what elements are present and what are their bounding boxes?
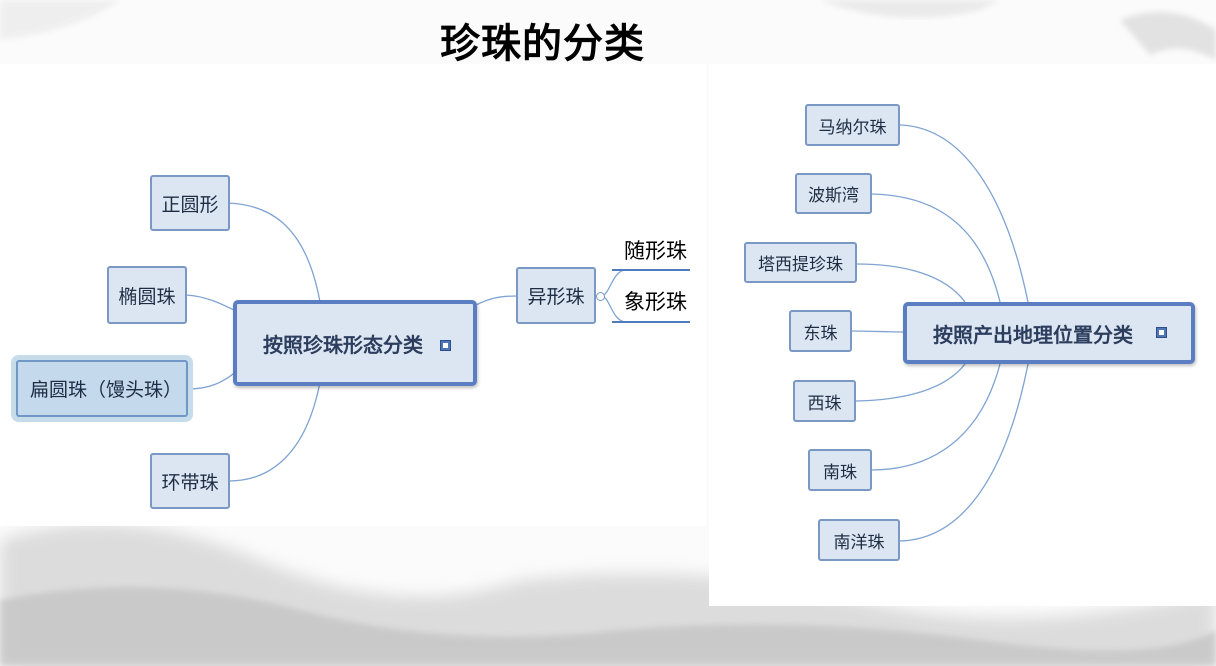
link-bosiwan — [870, 193, 1001, 303]
link-dongzhu — [851, 330, 904, 333]
link-manaer — [899, 124, 1029, 303]
branch-dongzhu[interactable]: 东珠 — [789, 310, 852, 352]
link-yixing — [475, 295, 518, 306]
sub-suixing-underline — [612, 269, 690, 271]
branch-bianyuan[interactable]: 扁圆珠（馒头珠） — [16, 360, 188, 417]
branch-huandai[interactable]: 环带珠 — [150, 453, 230, 509]
left-center-topic[interactable]: 按照珍珠形态分类 — [233, 300, 477, 386]
link-tuoyuan — [185, 294, 239, 313]
link-bianyuan — [187, 369, 239, 390]
branch-tuoyuan[interactable]: 椭圆珠 — [107, 266, 187, 324]
sub-xiangxing-underline — [612, 321, 690, 323]
link-taxiti — [855, 263, 966, 303]
branch-xizhu[interactable]: 西珠 — [793, 380, 856, 422]
link-huandai — [228, 381, 321, 482]
sub-suixing[interactable]: 随形珠 — [624, 239, 687, 263]
branch-nanzhu[interactable]: 南珠 — [808, 449, 872, 491]
link-xizhu — [854, 363, 966, 402]
branch-manaer[interactable]: 马纳尔珠 — [805, 104, 900, 146]
right-center-topic[interactable]: 按照产出地理位置分类 — [903, 302, 1195, 364]
collapse-circle-icon[interactable] — [596, 292, 605, 301]
branch-taxiti[interactable]: 塔西提珍珠 — [744, 242, 857, 283]
link-zhengyuan — [228, 202, 321, 303]
link-nanyangzhu — [898, 363, 1029, 542]
right-center-label: 按照产出地理位置分类 — [933, 322, 1133, 347]
branch-zhengyuan[interactable]: 正圆形 — [150, 175, 230, 231]
branch-bosiwan[interactable]: 波斯湾 — [795, 173, 872, 214]
page-title: 珍珠的分类 — [440, 21, 645, 67]
sub-xiangxing[interactable]: 象形珠 — [624, 290, 687, 314]
left-center-label: 按照珍珠形态分类 — [263, 332, 423, 357]
topic-icon — [1156, 327, 1167, 338]
branch-yixing[interactable]: 异形珠 — [516, 267, 596, 324]
link-nanzhu — [870, 363, 1001, 471]
branch-nanyangzhu[interactable]: 南洋珠 — [818, 519, 900, 561]
topic-icon — [440, 340, 451, 351]
